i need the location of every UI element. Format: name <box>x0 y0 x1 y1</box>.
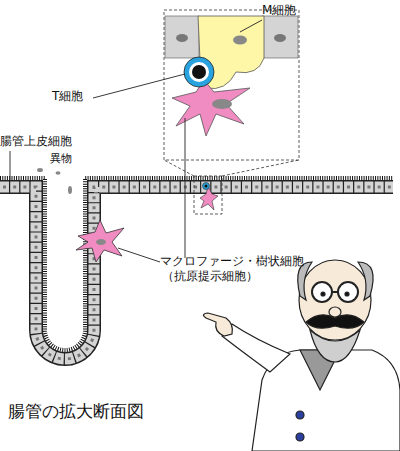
part-label: マクロファージ・樹状細胞 <box>160 255 330 268</box>
scientist-cartoon <box>203 260 400 451</box>
part-label: （抗原提示細胞） <box>162 270 292 283</box>
intestinal-epithelium <box>0 178 393 359</box>
part-label: 異物 <box>50 153 100 166</box>
antigen-presenting-cell <box>76 220 124 262</box>
part-label: M細胞 <box>262 4 332 18</box>
figure-title: 腸管の拡大断面図 <box>8 402 208 422</box>
part-label: T細胞 <box>52 90 112 104</box>
part-label: 腸管上皮細胞 <box>0 135 110 149</box>
foreign-matter <box>37 168 72 194</box>
enlarged-inset <box>164 10 299 160</box>
zoom-source <box>164 160 299 214</box>
